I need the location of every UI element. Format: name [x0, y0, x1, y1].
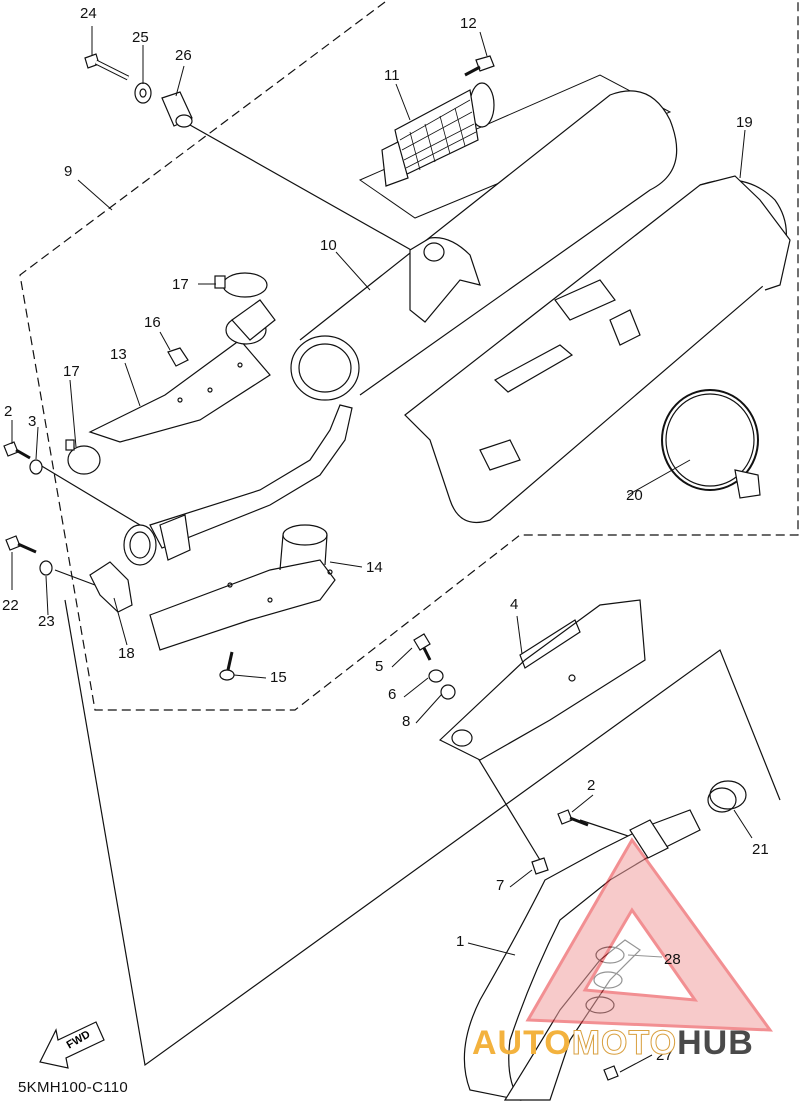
screw-15 [219, 651, 235, 681]
diagram-code: 5KMH100-C110 [18, 1079, 129, 1096]
callout-4: 4 [510, 596, 519, 613]
clamp-band-20 [661, 389, 761, 499]
collar-8 [440, 684, 456, 700]
ref-line-left [64, 599, 781, 1067]
bracket-18 [89, 561, 133, 613]
callout-7: 7 [496, 877, 505, 894]
nut-7 [531, 857, 549, 875]
callout-6: 6 [388, 686, 397, 703]
heat-protector-4 [438, 599, 646, 761]
callout-23: 23 [38, 613, 55, 630]
watermark-text: AUTOMOTOHUB [472, 1024, 754, 1063]
gasket-21 [707, 780, 747, 813]
protector-14 [149, 524, 336, 651]
callout-5: 5 [375, 658, 384, 675]
callout-24: 24 [80, 5, 97, 22]
silencer-group-outline [19, 1, 799, 711]
callout-11: 11 [384, 67, 400, 84]
callout-1: 1 [456, 933, 465, 950]
bolt-24 [84, 53, 130, 81]
callout-21: 21 [752, 841, 769, 858]
callout-2-right: 2 [587, 777, 596, 794]
callout-18: 18 [118, 645, 135, 662]
bolt-2-right [557, 809, 589, 827]
callout-26: 26 [175, 47, 192, 64]
callout-14: 14 [366, 559, 383, 576]
callout-16: 16 [144, 314, 161, 331]
washer-3 [29, 459, 43, 475]
protector-13 [88, 299, 276, 443]
washer-25 [134, 82, 152, 104]
callout-10: 10 [320, 237, 337, 254]
callout-15: 15 [270, 669, 287, 686]
spark-arrestor-box [358, 74, 672, 219]
watermark-logo [525, 837, 774, 1032]
callout-20: 20 [626, 487, 643, 504]
collar-26 [161, 91, 193, 128]
bolt-22 [5, 535, 37, 554]
washer-23 [39, 560, 53, 576]
callout-25: 25 [132, 29, 149, 46]
callout-17-top: 17 [172, 276, 189, 293]
bolt-2-left [3, 441, 31, 460]
callout-8: 8 [402, 713, 411, 730]
callout-12: 12 [460, 15, 477, 32]
callout-22: 22 [2, 597, 19, 614]
nut-16 [167, 347, 189, 367]
washer-6 [428, 669, 444, 683]
silencer-cover-19 [404, 175, 791, 524]
callout-13: 13 [110, 346, 127, 363]
spark-arrestor-11 [381, 82, 495, 187]
fwd-arrow-icon [39, 1021, 105, 1069]
clamp-17-top [214, 272, 268, 298]
bolt-5 [413, 633, 432, 661]
callout-17-left: 17 [63, 363, 80, 380]
leader-lines [11, 26, 753, 1073]
callout-2-left: 2 [4, 403, 13, 420]
callout-19: 19 [736, 114, 753, 131]
silencer-body-10 [290, 90, 678, 401]
callout-27: 27 [656, 1047, 673, 1064]
nut-27 [603, 1065, 619, 1081]
callout-3: 3 [28, 413, 37, 430]
callout-9: 9 [64, 163, 73, 180]
callout-28: 28 [664, 951, 681, 968]
connecting-pipe [123, 404, 353, 566]
clamp-17-left [65, 439, 101, 475]
